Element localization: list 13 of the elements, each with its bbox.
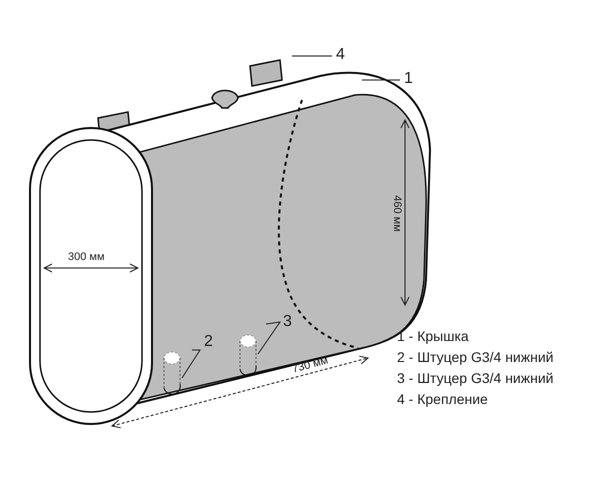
callout-number: 4: [336, 47, 345, 63]
legend-text: 4 - Крепление: [397, 392, 488, 406]
leader-line: [182, 350, 201, 378]
dimension-label: 460 мм: [390, 195, 402, 232]
legend-text: 3 - Штуцер G3/4 нижний: [397, 371, 554, 385]
callout-number: 2: [204, 334, 213, 350]
legend-text: 2 - Штуцер G3/4 нижний: [397, 350, 554, 364]
callout-number: 1: [404, 71, 413, 87]
callout-number: 3: [283, 314, 292, 330]
dimension-label: 300 мм: [68, 252, 105, 263]
leader-line: [258, 321, 282, 354]
legend-text: 1 - Крышка: [397, 329, 469, 343]
dimension-label: 730 мм: [291, 355, 330, 376]
